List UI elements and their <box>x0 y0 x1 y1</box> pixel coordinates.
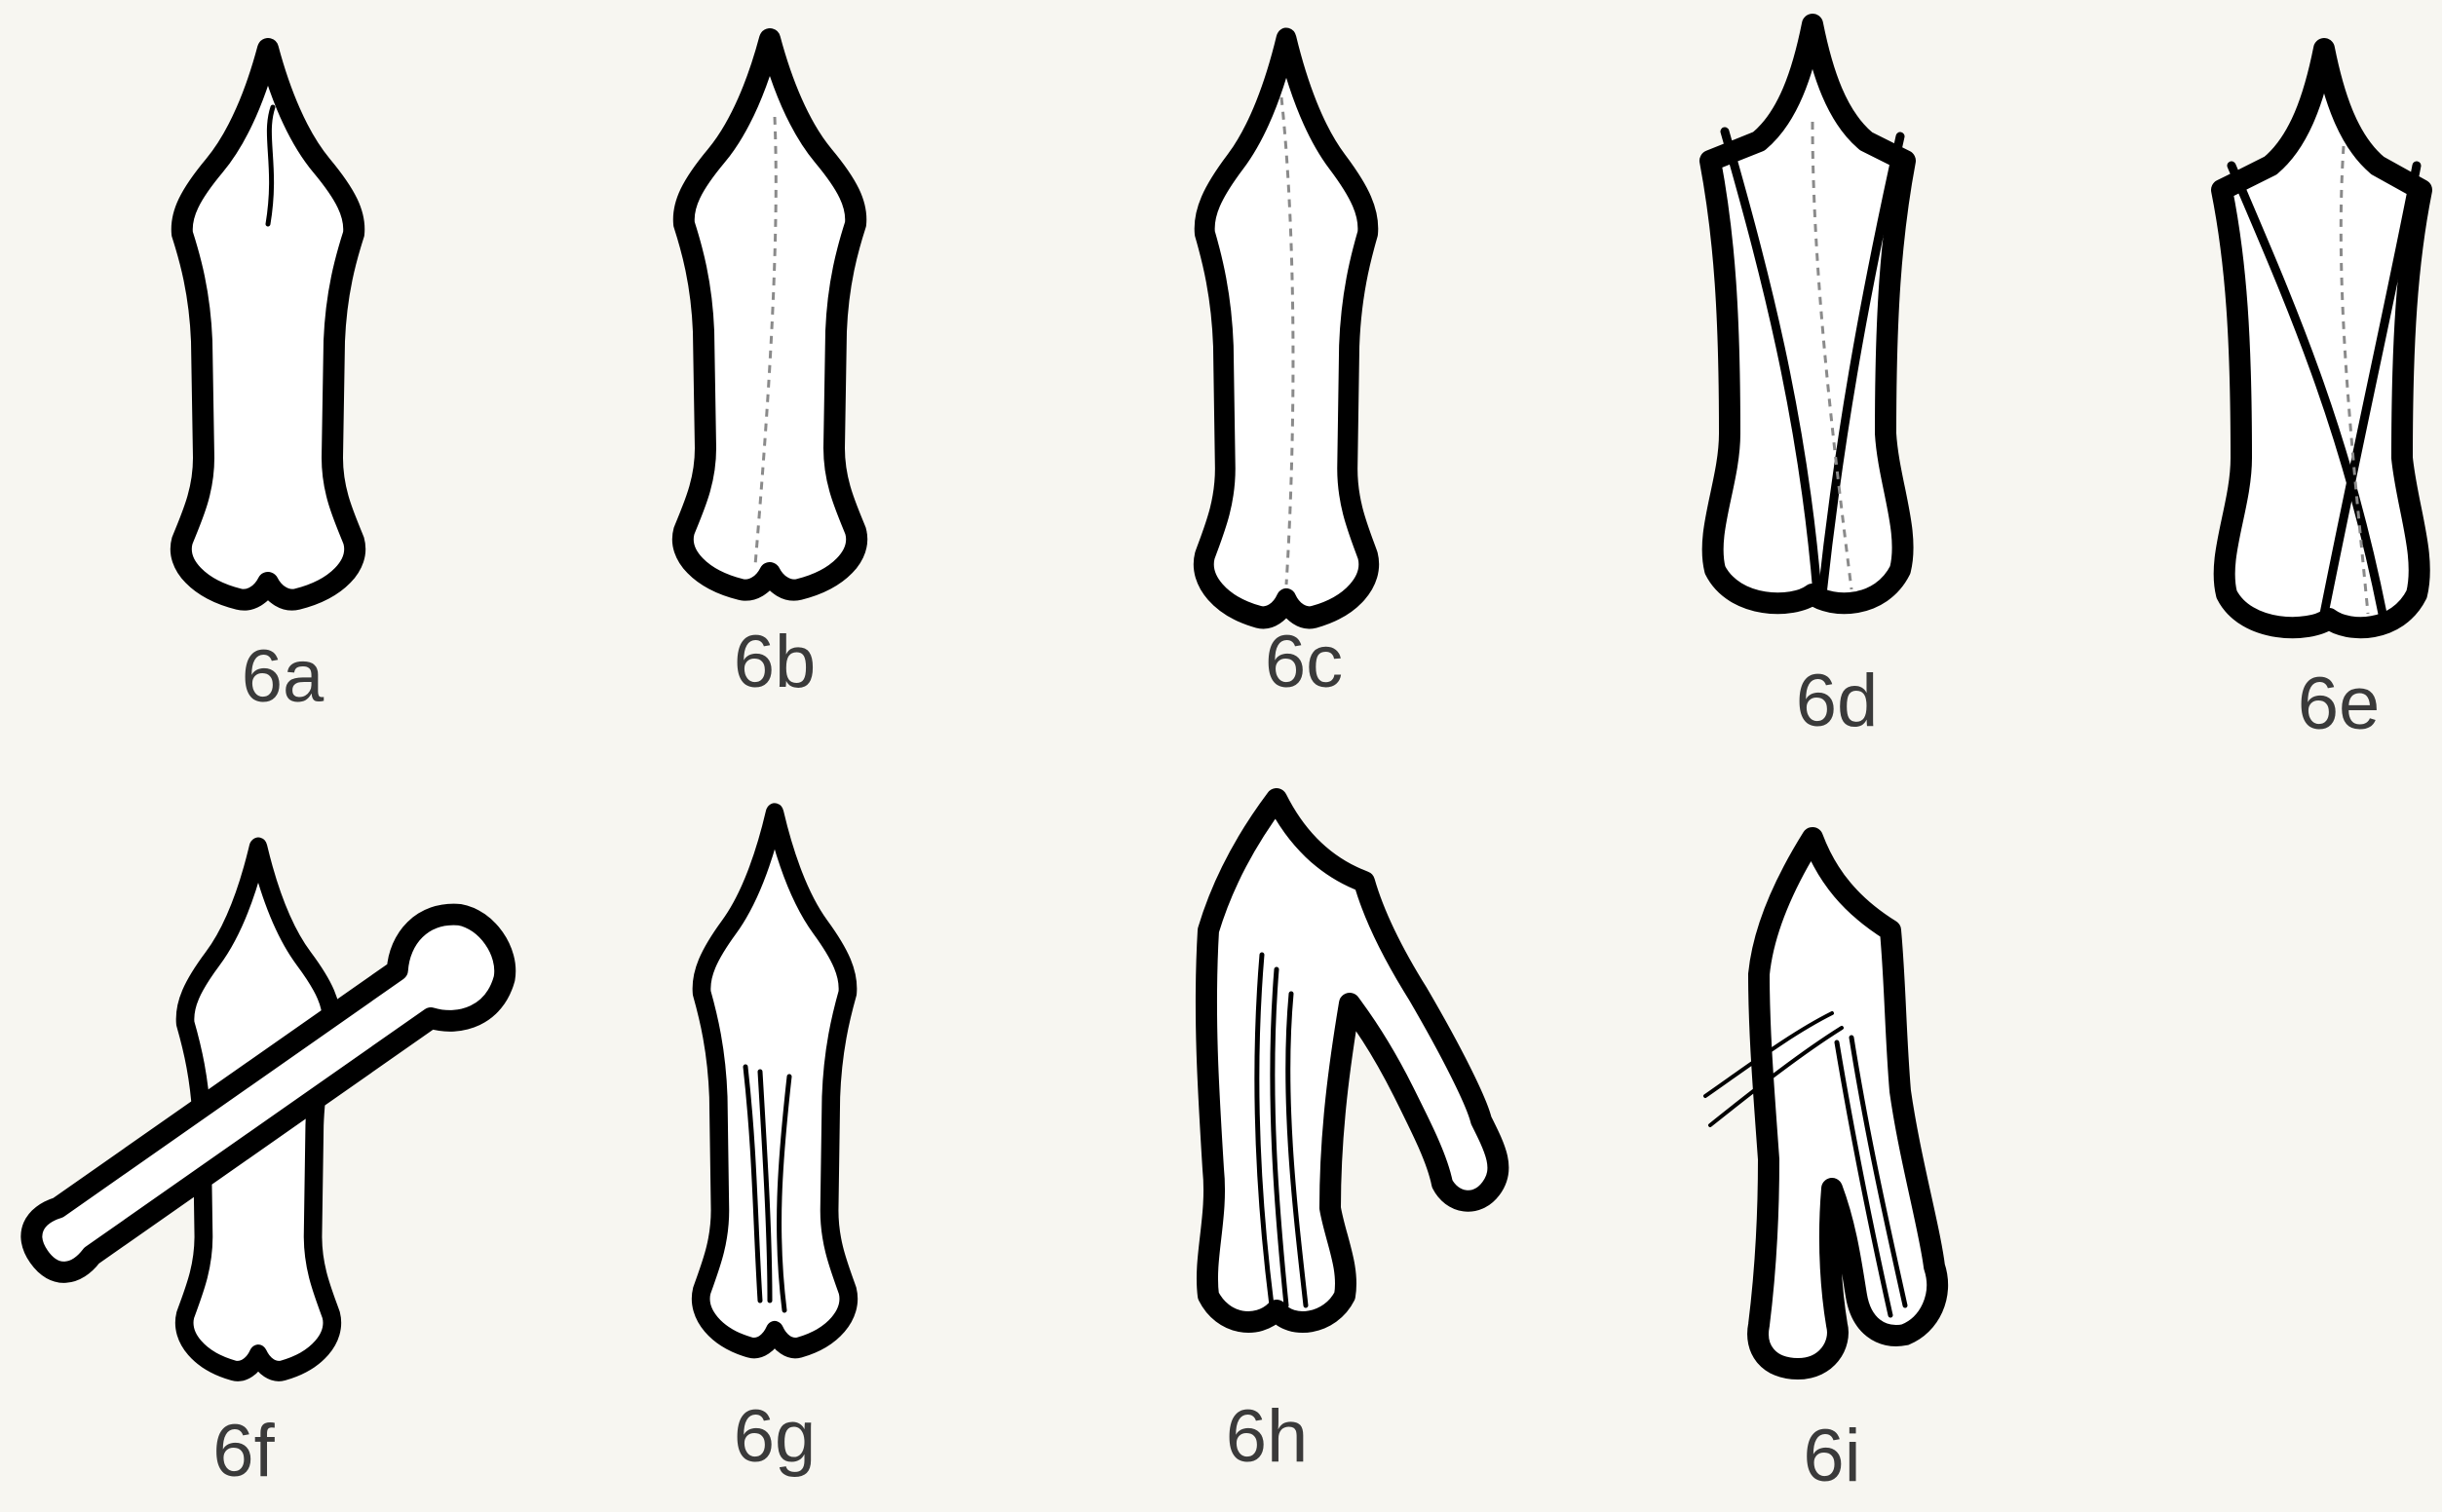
label-6c: 6c <box>1265 621 1343 703</box>
label-6d: 6d <box>1796 660 1879 742</box>
label-6i: 6i <box>1803 1415 1860 1497</box>
tooth-6e <box>2222 49 2422 627</box>
tooth-6h <box>1206 799 1498 1322</box>
label-6f: 6f <box>212 1410 275 1493</box>
label-6b: 6b <box>734 621 817 703</box>
label-6e: 6e <box>2298 662 2381 745</box>
tooth-6c <box>1203 39 1368 618</box>
tooth-6a <box>181 49 355 600</box>
tooth-6b <box>683 39 857 590</box>
label-6a: 6a <box>242 635 324 718</box>
label-6g: 6g <box>734 1395 817 1478</box>
tooth-6i <box>1705 838 1937 1369</box>
tooth-6g <box>701 813 849 1348</box>
tooth-6d <box>1710 24 1905 603</box>
label-6h: 6h <box>1226 1395 1309 1478</box>
